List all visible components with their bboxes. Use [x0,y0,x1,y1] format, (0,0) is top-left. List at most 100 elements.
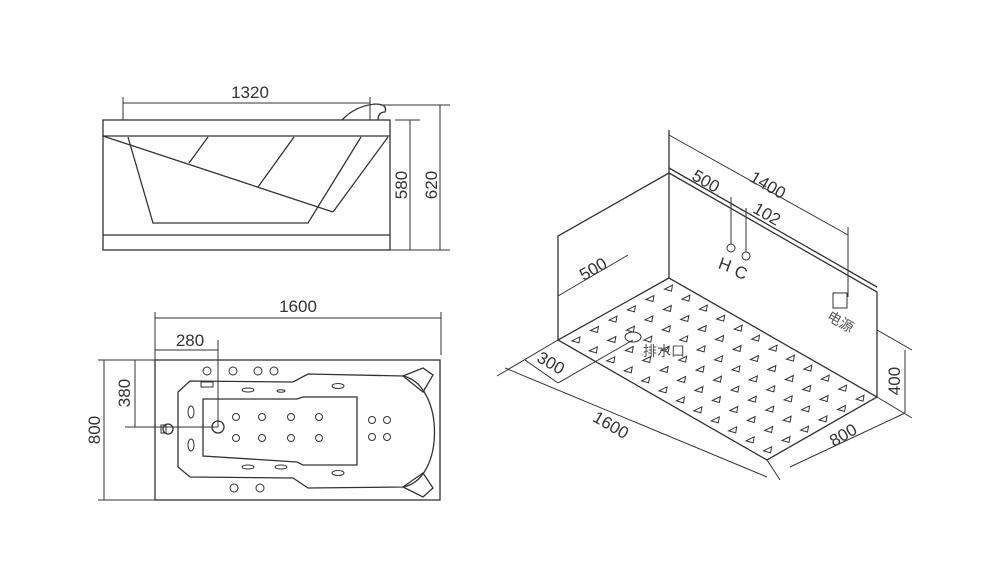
cold-label: C [732,262,750,284]
anti-slip-triangle [766,364,777,373]
dimension-800: 800 [85,416,104,444]
anti-slip-triangle [837,384,848,392]
dimension-800-iso: 800 [826,420,860,451]
anti-slip-triangle [783,374,794,383]
dimension-1400: 1400 [747,168,789,203]
anti-slip-triangle [728,405,739,414]
anti-slip-triangle [622,365,633,374]
anti-slip-triangle [676,375,687,384]
dimension-380: 380 [115,379,134,407]
tub-basin-profile [127,136,362,224]
anti-slip-triangle [802,364,813,372]
tub-inner-contour [177,373,436,489]
anti-slip-triangle [765,384,776,393]
dimension-300: 300 [534,348,568,379]
anti-slip-triangle [711,395,722,404]
anti-slip-triangle [731,344,742,353]
dimension-280: 280 [176,331,204,350]
anti-slip-triangle [570,335,581,344]
anti-slip-triangle [680,294,691,302]
anti-slip-triangle [767,344,778,352]
anti-slip-triangle [713,354,724,363]
anti-slip-triangle [659,345,670,353]
anti-slip-triangle [709,415,720,424]
plan-view: 1600 280 380 800 [85,297,442,501]
power-outlet-icon [832,292,848,309]
anti-slip-triangle [714,334,725,343]
anti-slip-triangle [780,435,791,444]
anti-slip-triangle [696,324,707,333]
dimension-500-faucet: 500 [689,166,723,197]
anti-slip-triangle [640,375,651,384]
dimension-1600: 1600 [279,297,317,316]
anti-slip-triangle [817,414,828,423]
anti-slip-triangle [762,445,773,454]
anti-slip-triangle [763,425,774,434]
anti-slip-triangle [800,404,811,413]
anti-slip-triangle [732,324,743,332]
dimension-line-500-drain [557,254,629,297]
anti-slip-triangle [623,345,634,354]
dimension-line-1400 [668,134,849,236]
anti-slip-triangle [836,404,847,413]
anti-slip-triangle [607,315,618,323]
dimension-580: 580 [392,171,411,199]
overflow-icon [162,423,174,435]
drain-label: 排水口 [643,344,685,360]
left-wall [557,172,670,340]
drain-outlet-icon [624,331,642,343]
floor-pattern [570,284,865,454]
dimension-400: 400 [885,367,904,395]
anti-slip-triangle [745,415,756,424]
dimension-500-drain: 500 [576,254,610,285]
side-view: 1320 580 620 [102,83,450,251]
dimension-102: 102 [750,199,784,230]
anti-slip-triangle [819,374,830,382]
anti-slip-triangle [748,374,759,383]
install-view: 1400 500 102 H C 电源 500 排水口 300 1600 800… [496,130,913,481]
anti-slip-triangle [694,365,705,373]
anti-slip-triangle [818,394,829,403]
anti-slip-triangle [746,395,757,403]
tub-side-outline [102,119,391,251]
anti-slip-triangle [781,415,792,423]
anti-slip-triangle [744,435,755,444]
anti-slip-triangle [749,354,760,363]
anti-slip-triangle [854,394,865,402]
anti-slip-triangle [785,354,796,362]
dimension-line-800-iso [789,412,906,468]
dimension-line-1600-iso [504,367,768,478]
anti-slip-triangle [660,324,671,333]
headrest-icon [341,103,387,121]
anti-slip-triangle [625,325,636,333]
anti-slip-triangle [675,395,686,404]
anti-slip-triangle [693,385,704,394]
dimension-1600-iso: 1600 [590,408,632,443]
tub-plan-outline [154,359,441,501]
anti-slip-triangle [799,425,810,433]
anti-slip-triangle [715,314,726,322]
anti-slip-triangle [801,384,812,393]
anti-slip-triangle [589,325,600,334]
anti-slip-triangle [764,405,775,413]
anti-slip-triangle [695,344,706,353]
dimension-1320: 1320 [231,83,269,102]
hot-water-inlet-icon [726,243,736,253]
anti-slip-triangle [658,365,669,374]
anti-slip-triangle [730,364,741,373]
anti-slip-triangle [588,345,599,354]
headrest-bottom-icon [401,472,434,498]
anti-slip-triangle [643,314,654,323]
anti-slip-triangle [642,335,653,343]
headrest-top-icon [401,367,434,393]
anti-slip-triangle [727,425,738,434]
anti-slip-triangle [605,355,616,364]
anti-slip-triangle [782,394,793,403]
back-wall [668,172,878,397]
anti-slip-triangle [662,304,673,313]
anti-slip-triangle [697,304,708,312]
anti-slip-triangle [678,334,689,343]
dimension-620: 620 [422,171,441,199]
anti-slip-triangle [644,294,655,303]
